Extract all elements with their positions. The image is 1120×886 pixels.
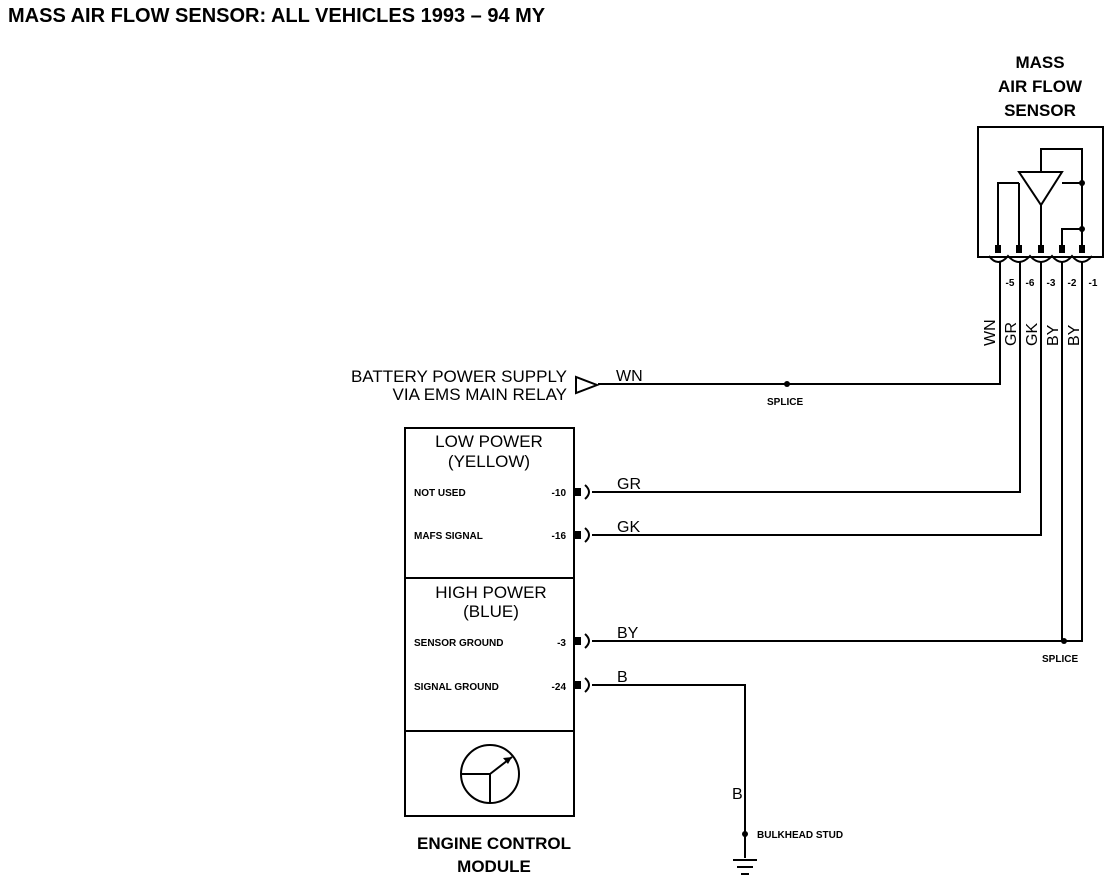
splice-label-bottom: SPLICE — [1042, 654, 1078, 665]
wire-label-by: BY — [617, 625, 639, 642]
ecm-row-mafs-signal: MAFS SIGNAL — [414, 531, 483, 542]
wires — [592, 262, 1083, 875]
sensor-wire-by-1: BY — [1066, 324, 1083, 346]
wire-label-b-vertical: B — [732, 786, 743, 803]
ecm-name-line-1: ENGINE CONTROL — [417, 834, 571, 853]
splice-dot-by — [1061, 638, 1067, 644]
high-power-heading-1: HIGH POWER — [435, 583, 546, 602]
battery-line-2: VIA EMS MAIN RELAY — [393, 385, 567, 404]
wire-label-gr: GR — [617, 476, 641, 493]
sensor-wire-gk: GK — [1024, 323, 1041, 346]
sensor-wire-by-2: BY — [1045, 324, 1062, 346]
mass-air-flow-sensor: MASS AIR FLOW SENSOR -5 -6 -3 -2 — [977, 53, 1104, 346]
low-power-heading-2: (YELLOW) — [448, 452, 530, 471]
ecm-pin-3: -3 — [557, 638, 566, 649]
sensor-wire-wn: WN — [982, 319, 999, 346]
sensor-label-line-2: AIR FLOW — [998, 77, 1083, 96]
splice-label-top: SPLICE — [767, 397, 803, 408]
sensor-pin-1: -1 — [1089, 278, 1098, 289]
bulkhead-stud-label: BULKHEAD STUD — [757, 830, 843, 841]
sensor-pin-5: -5 — [1006, 278, 1015, 289]
battery-arrow-icon — [575, 375, 600, 395]
sensor-label-line-3: SENSOR — [1004, 101, 1076, 120]
ecm-name-line-2: MODULE — [457, 857, 531, 876]
ground-symbol — [733, 859, 757, 875]
ecm-pin-16: -16 — [552, 531, 567, 542]
ecm-housing — [404, 427, 575, 817]
ecm-row-sensor-ground: SENSOR GROUND — [414, 638, 503, 649]
battery-line-1: BATTERY POWER SUPPLY — [351, 367, 567, 386]
bulkhead-stud-dot — [742, 831, 748, 837]
sensor-pin-6: -6 — [1026, 278, 1035, 289]
ecm-terminals — [575, 484, 590, 693]
sensor-label-line-1: MASS — [1015, 53, 1064, 72]
wire-label-wn: WN — [616, 368, 643, 385]
ecm-row-signal-ground: SIGNAL GROUND — [414, 682, 499, 693]
low-power-heading-1: LOW POWER — [435, 432, 543, 451]
splice-dot-wn — [784, 381, 790, 387]
wire-label-gk: GK — [617, 519, 640, 536]
wire-wn — [598, 262, 1001, 385]
sensor-housing — [977, 126, 1104, 258]
wire-label-b: B — [617, 669, 628, 686]
sensor-pin-3: -3 — [1047, 278, 1056, 289]
ecm-gauge-icon — [460, 744, 520, 804]
ecm-pin-24: -24 — [552, 682, 567, 693]
ecm-pin-10: -10 — [552, 488, 567, 499]
sensor-wire-gr: GR — [1003, 322, 1020, 346]
battery-power-supply: BATTERY POWER SUPPLY VIA EMS MAIN RELAY — [351, 367, 600, 404]
diagram-title: MASS AIR FLOW SENSOR: ALL VEHICLES 1993 … — [8, 5, 546, 27]
high-power-heading-2: (BLUE) — [463, 602, 519, 621]
wire-b — [592, 684, 746, 858]
sensor-element-symbol — [1017, 171, 1064, 207]
engine-control-module: LOW POWER (YELLOW) NOT USED -10 MAFS SIG… — [404, 427, 590, 876]
sensor-connector — [988, 245, 1093, 263]
sensor-pin-2: -2 — [1068, 278, 1077, 289]
wire-gk — [592, 262, 1042, 536]
ecm-row-not-used: NOT USED — [414, 488, 466, 499]
wire-gr — [592, 262, 1021, 493]
